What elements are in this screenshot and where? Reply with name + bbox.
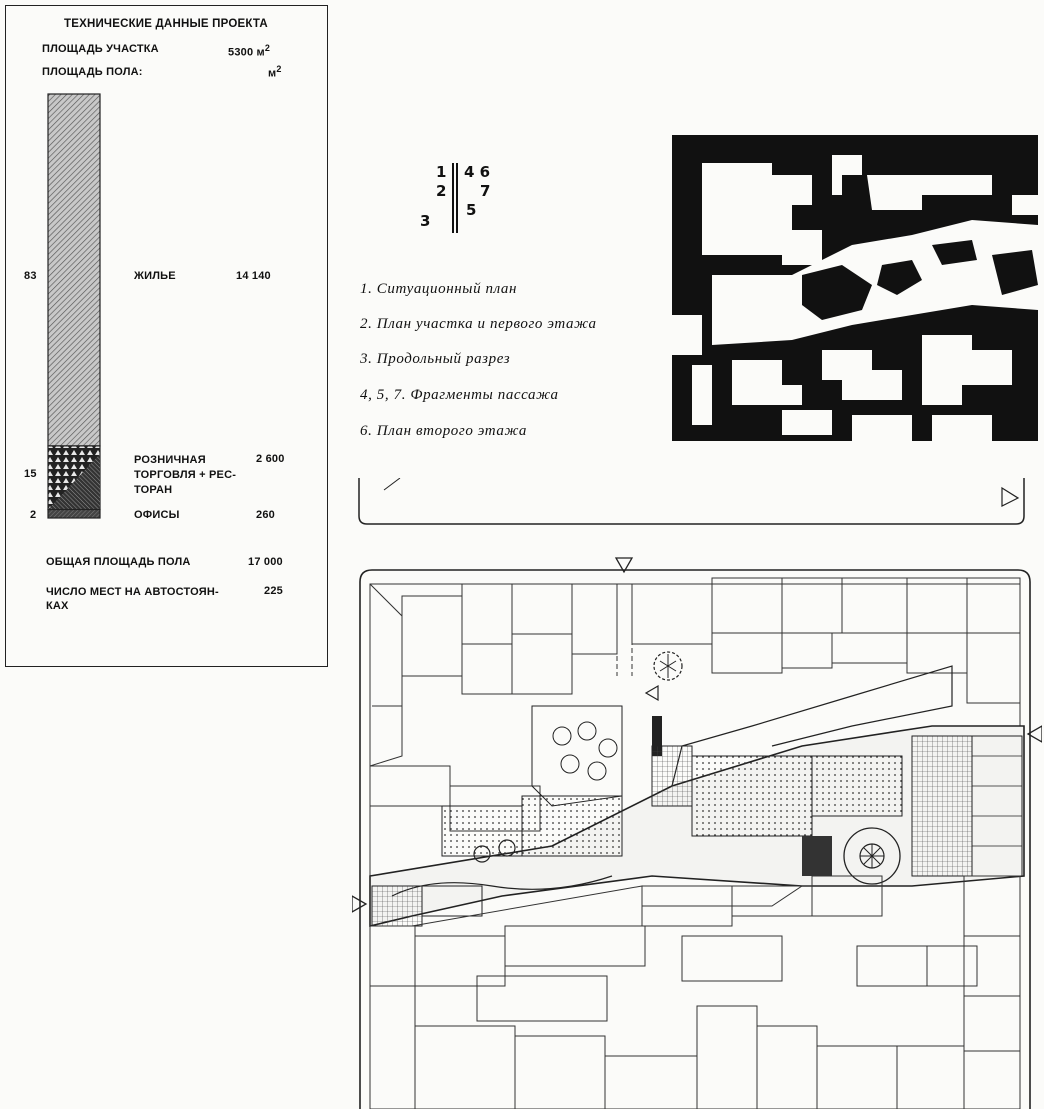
segment-percent-housing: 83 — [24, 270, 37, 282]
segment-name-offices: ОФИСЫ — [134, 509, 180, 521]
site-area-label: ПЛОЩАДЬ УЧАСТКА — [42, 43, 159, 55]
panel-title: ТЕХНИЧЕСКИЕ ДАННЫЕ ПРОЕКТА — [64, 18, 268, 30]
total-floor-area-value: 17 000 — [248, 556, 283, 568]
parking-value: 225 — [264, 585, 283, 597]
floor-area-bar — [47, 93, 101, 519]
segment-name-retail: РОЗНИЧНАЯ ТОРГОВЛЯ + РЕС- ТОРАН — [134, 453, 236, 498]
parking-label: ЧИСЛО МЕСТ НА АВТОСТОЯН- КАХ — [46, 585, 219, 613]
segment-name-housing: ЖИЛЬЕ — [134, 270, 176, 282]
site-area-number: 5300 м — [228, 46, 265, 59]
figure-key: 1 2 3 4 6 7 5 — [410, 163, 500, 238]
figure-key-1: 1 — [436, 163, 447, 181]
parking-label-line-2: КАХ — [46, 600, 69, 612]
segment-name-retail-line-3: ТОРАН — [134, 484, 173, 496]
direction-arrow-icon — [1001, 486, 1020, 507]
total-floor-area-label: ОБЩАЯ ПЛОЩАДЬ ПОЛА — [46, 556, 191, 568]
floor-area-unit: м2 — [268, 64, 282, 80]
caption-5: 6. План второго этажа — [360, 423, 527, 439]
figure-key-divider-a — [452, 163, 454, 233]
situation-plan-image — [672, 135, 1038, 441]
site-plan-image — [352, 557, 1042, 1109]
caption-2: 2. План участка и первого этажа — [360, 316, 597, 332]
situation-plan-frame-bracket — [358, 478, 1025, 525]
bar-segment-retail-shade — [48, 453, 100, 510]
floor-area-unit-text: м — [268, 67, 277, 80]
figure-key-4-6: 4 6 — [464, 163, 491, 181]
site-area-value: 5300 м2 — [228, 43, 270, 59]
segment-percent-offices: 2 — [30, 509, 37, 521]
segment-name-retail-line-1: РОЗНИЧНАЯ — [134, 454, 206, 466]
caption-4: 4, 5, 7. Фрагменты пассажа — [360, 387, 559, 403]
segment-percent-retail: 15 — [24, 468, 37, 480]
entrance-arrow-north-icon — [614, 557, 634, 574]
caption-3: 3. Продольный разрез — [360, 351, 511, 367]
segment-value-retail: 2 600 — [256, 453, 285, 465]
segment-name-retail-line-2: ТОРГОВЛЯ + РЕС- — [134, 469, 237, 481]
tree-symbol-icon — [653, 651, 683, 681]
segment-value-offices: 260 — [256, 509, 275, 521]
bar-segment-offices — [47, 508, 101, 519]
figure-key-5: 5 — [466, 201, 477, 219]
figure-key-2: 2 — [436, 182, 447, 200]
figure-key-3: 3 — [420, 212, 431, 230]
bar-segment-housing — [47, 93, 101, 447]
floor-area-label: ПЛОЩАДЬ ПОЛА: — [42, 66, 143, 78]
entrance-arrow-east-icon — [1026, 725, 1042, 743]
figure-key-divider-b — [456, 163, 458, 233]
floor-area-unit-superscript: 2 — [276, 64, 282, 74]
technical-data-panel: ТЕХНИЧЕСКИЕ ДАННЫЕ ПРОЕКТА ПЛОЩАДЬ УЧАСТ… — [5, 5, 328, 667]
parking-label-line-1: ЧИСЛО МЕСТ НА АВТОСТОЯН- — [46, 586, 219, 598]
caption-1: 1. Ситуационный план — [360, 281, 518, 297]
figure-key-7: 7 — [480, 182, 491, 200]
site-area-superscript: 2 — [264, 43, 271, 53]
segment-value-housing: 14 140 — [236, 270, 271, 282]
entrance-arrow-passage-icon — [644, 684, 659, 702]
entrance-arrow-west-icon — [352, 895, 368, 913]
